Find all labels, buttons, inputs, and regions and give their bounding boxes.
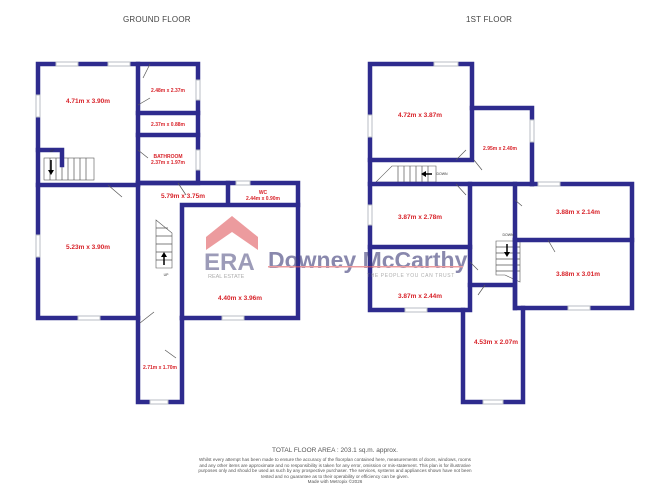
- first-floor-plan: 4.72m x 3.87m 2.95m x 2.40m 3.87m x 2.78…: [367, 61, 635, 405]
- ground-floor-title: GROUND FLOOR: [123, 15, 191, 24]
- logo-underline: [268, 266, 463, 268]
- stair-up-label-1: UP: [50, 149, 56, 153]
- room-first-3: 3.87m x 2.78m: [398, 214, 442, 221]
- stair-down-label-2: DOWN: [502, 233, 514, 237]
- arrow-down-icon: [48, 170, 54, 175]
- total-floor-area: TOTAL FLOOR AREA : 203.1 sq.m. approx.: [272, 447, 398, 454]
- ground-floor-plan: 4.71m x 3.90m 2.48m x 2.37m 2.37m x 0.88…: [35, 61, 301, 405]
- disclaimer: Whilst every attempt has been made to en…: [198, 457, 472, 479]
- room-wc-size: 2.44m x 0.90m: [246, 196, 280, 202]
- stair-down-label-1: DOWN: [436, 172, 448, 176]
- roof-icon: [206, 216, 258, 250]
- era-logo: ERA REAL ESTATE Downey McCarthy THE PEOP…: [204, 216, 468, 280]
- room-first-6: 3.88m x 3.01m: [556, 271, 600, 278]
- room-wc-label: WC: [259, 190, 268, 196]
- room-bathroom-label: BATHROOM: [153, 154, 182, 160]
- room-porch: 2.71m x 1.70m: [143, 365, 177, 371]
- room-ground-5: 5.23m x 3.90m: [66, 244, 110, 251]
- stair-up-label-2: UP: [164, 273, 170, 277]
- room-hall: 5.79m x 3.75m: [161, 193, 205, 200]
- logo-real-estate: REAL ESTATE: [208, 274, 245, 280]
- first-floor-title: 1ST FLOOR: [466, 15, 513, 24]
- footer: TOTAL FLOOR AREA : 203.1 sq.m. approx. W…: [195, 447, 475, 485]
- room-ground-2: 2.48m x 2.37m: [151, 88, 185, 94]
- ground-stair-left: [43, 157, 95, 181]
- arrow-down-icon: [504, 252, 510, 257]
- arrow-up-icon: [161, 252, 167, 257]
- room-bathroom-size: 2.37m x 1.97m: [151, 160, 185, 166]
- room-first-1: 4.72m x 3.87m: [398, 112, 442, 119]
- room-first-2: 2.95m x 2.40m: [483, 146, 517, 152]
- arrow-left-icon: [421, 171, 426, 177]
- room-first-7: 4.53m x 2.07m: [474, 339, 518, 346]
- made-with: Made with Metropix ©2026: [307, 479, 363, 485]
- room-ground-1: 4.71m x 3.90m: [66, 98, 110, 105]
- room-ground-3: 2.37m x 0.88m: [151, 122, 185, 128]
- logo-tagline: THE PEOPLE YOU CAN TRUST: [367, 273, 455, 279]
- logo-name: Downey McCarthy: [268, 247, 468, 273]
- ground-stair-hall: [155, 219, 173, 269]
- room-first-4: 3.87m x 2.44m: [398, 293, 442, 300]
- room-first-5: 3.88m x 2.14m: [556, 209, 600, 216]
- room-ground-8: 4.40m x 3.96m: [218, 295, 262, 302]
- first-stair-top: [375, 165, 437, 183]
- logo-era: ERA: [204, 249, 255, 276]
